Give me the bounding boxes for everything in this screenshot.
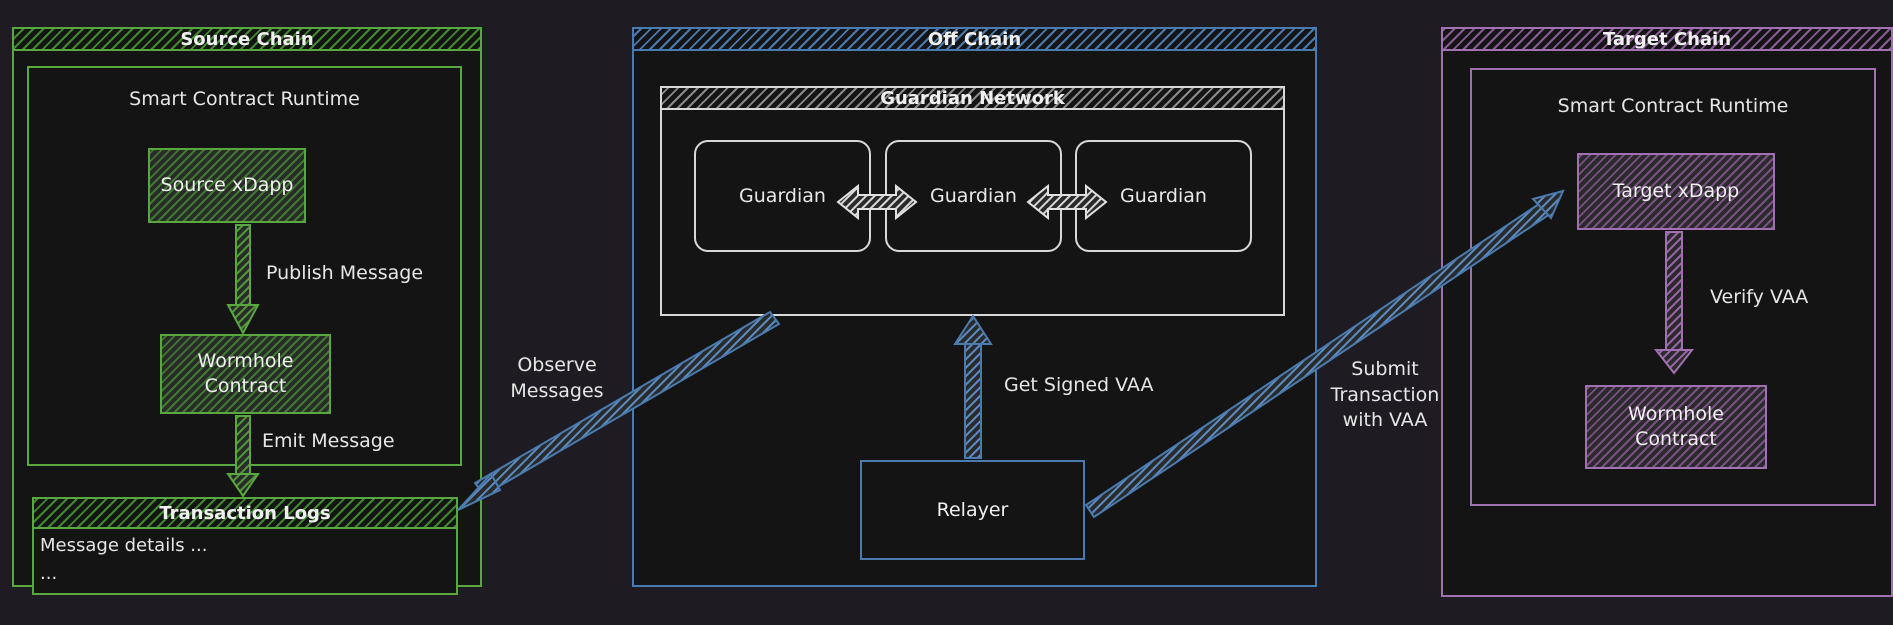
transaction-logs-box: Transaction Logs Message details ... ... [32, 497, 458, 595]
source-xdapp-label: Source xDapp [160, 174, 294, 197]
off-chain-header: Off Chain [634, 29, 1315, 51]
relayer-box: Relayer [860, 460, 1085, 560]
target-xdapp-box: Target xDapp [1577, 153, 1775, 230]
source-runtime-label: Smart Contract Runtime [129, 88, 360, 110]
verify-vaa-label: Verify VAA [1710, 286, 1809, 308]
guardian-network-title: Guardian Network [880, 87, 1065, 109]
source-wormhole-contract-label: Wormhole Contract [197, 350, 294, 397]
emit-message-label: Emit Message [262, 430, 395, 452]
log-line-1: Message details ... [40, 535, 208, 556]
target-chain-header: Target Chain [1443, 29, 1891, 51]
target-runtime-label: Smart Contract Runtime [1557, 95, 1789, 117]
source-wormhole-contract-box: Wormhole Contract [160, 334, 331, 414]
transaction-logs-title: Transaction Logs [159, 502, 331, 524]
guardian-link-arrow-2 [1026, 183, 1108, 221]
guardian-label-1: Guardian [739, 185, 826, 207]
guardian-link-arrow-1 [836, 183, 918, 221]
source-chain-header: Source Chain [14, 29, 480, 51]
submit-transaction-arrow [1084, 189, 1565, 519]
submit-transaction-label: Submit Transaction with VAA [1325, 357, 1445, 434]
guardian-network-header: Guardian Network [662, 88, 1283, 110]
get-signed-vaa-label: Get Signed VAA [1004, 374, 1154, 396]
source-chain-panel: Source Chain [12, 27, 482, 587]
target-xdapp-label: Target xDapp [1612, 180, 1740, 203]
observe-messages-text: Observe Messages [510, 354, 604, 402]
observe-messages-arrow [457, 310, 781, 511]
emit-message-arrow [226, 415, 260, 498]
transaction-logs-header: Transaction Logs [34, 499, 456, 529]
off-chain-panel: Off Chain [632, 27, 1317, 587]
get-signed-vaa-arrow [953, 314, 993, 459]
off-chain-title: Off Chain [927, 28, 1022, 50]
observe-messages-label: Observe Messages [492, 353, 622, 404]
publish-message-arrow [226, 224, 260, 336]
target-wormhole-contract-box: Wormhole Contract [1585, 385, 1767, 469]
verify-vaa-arrow [1653, 231, 1695, 375]
source-xdapp-box: Source xDapp [148, 148, 306, 223]
submit-transaction-text: Submit Transaction with VAA [1330, 358, 1440, 432]
target-wormhole-contract-label: Wormhole Contract [1628, 403, 1724, 450]
relayer-label: Relayer [936, 498, 1009, 521]
target-runtime-box [1470, 68, 1876, 506]
guardian-label-2: Guardian [930, 185, 1017, 207]
log-line-2: ... [40, 563, 58, 584]
source-chain-title: Source Chain [180, 28, 314, 50]
publish-message-label: Publish Message [266, 262, 424, 284]
guardian-label-3: Guardian [1120, 185, 1207, 207]
target-chain-title: Target Chain [1602, 28, 1732, 50]
